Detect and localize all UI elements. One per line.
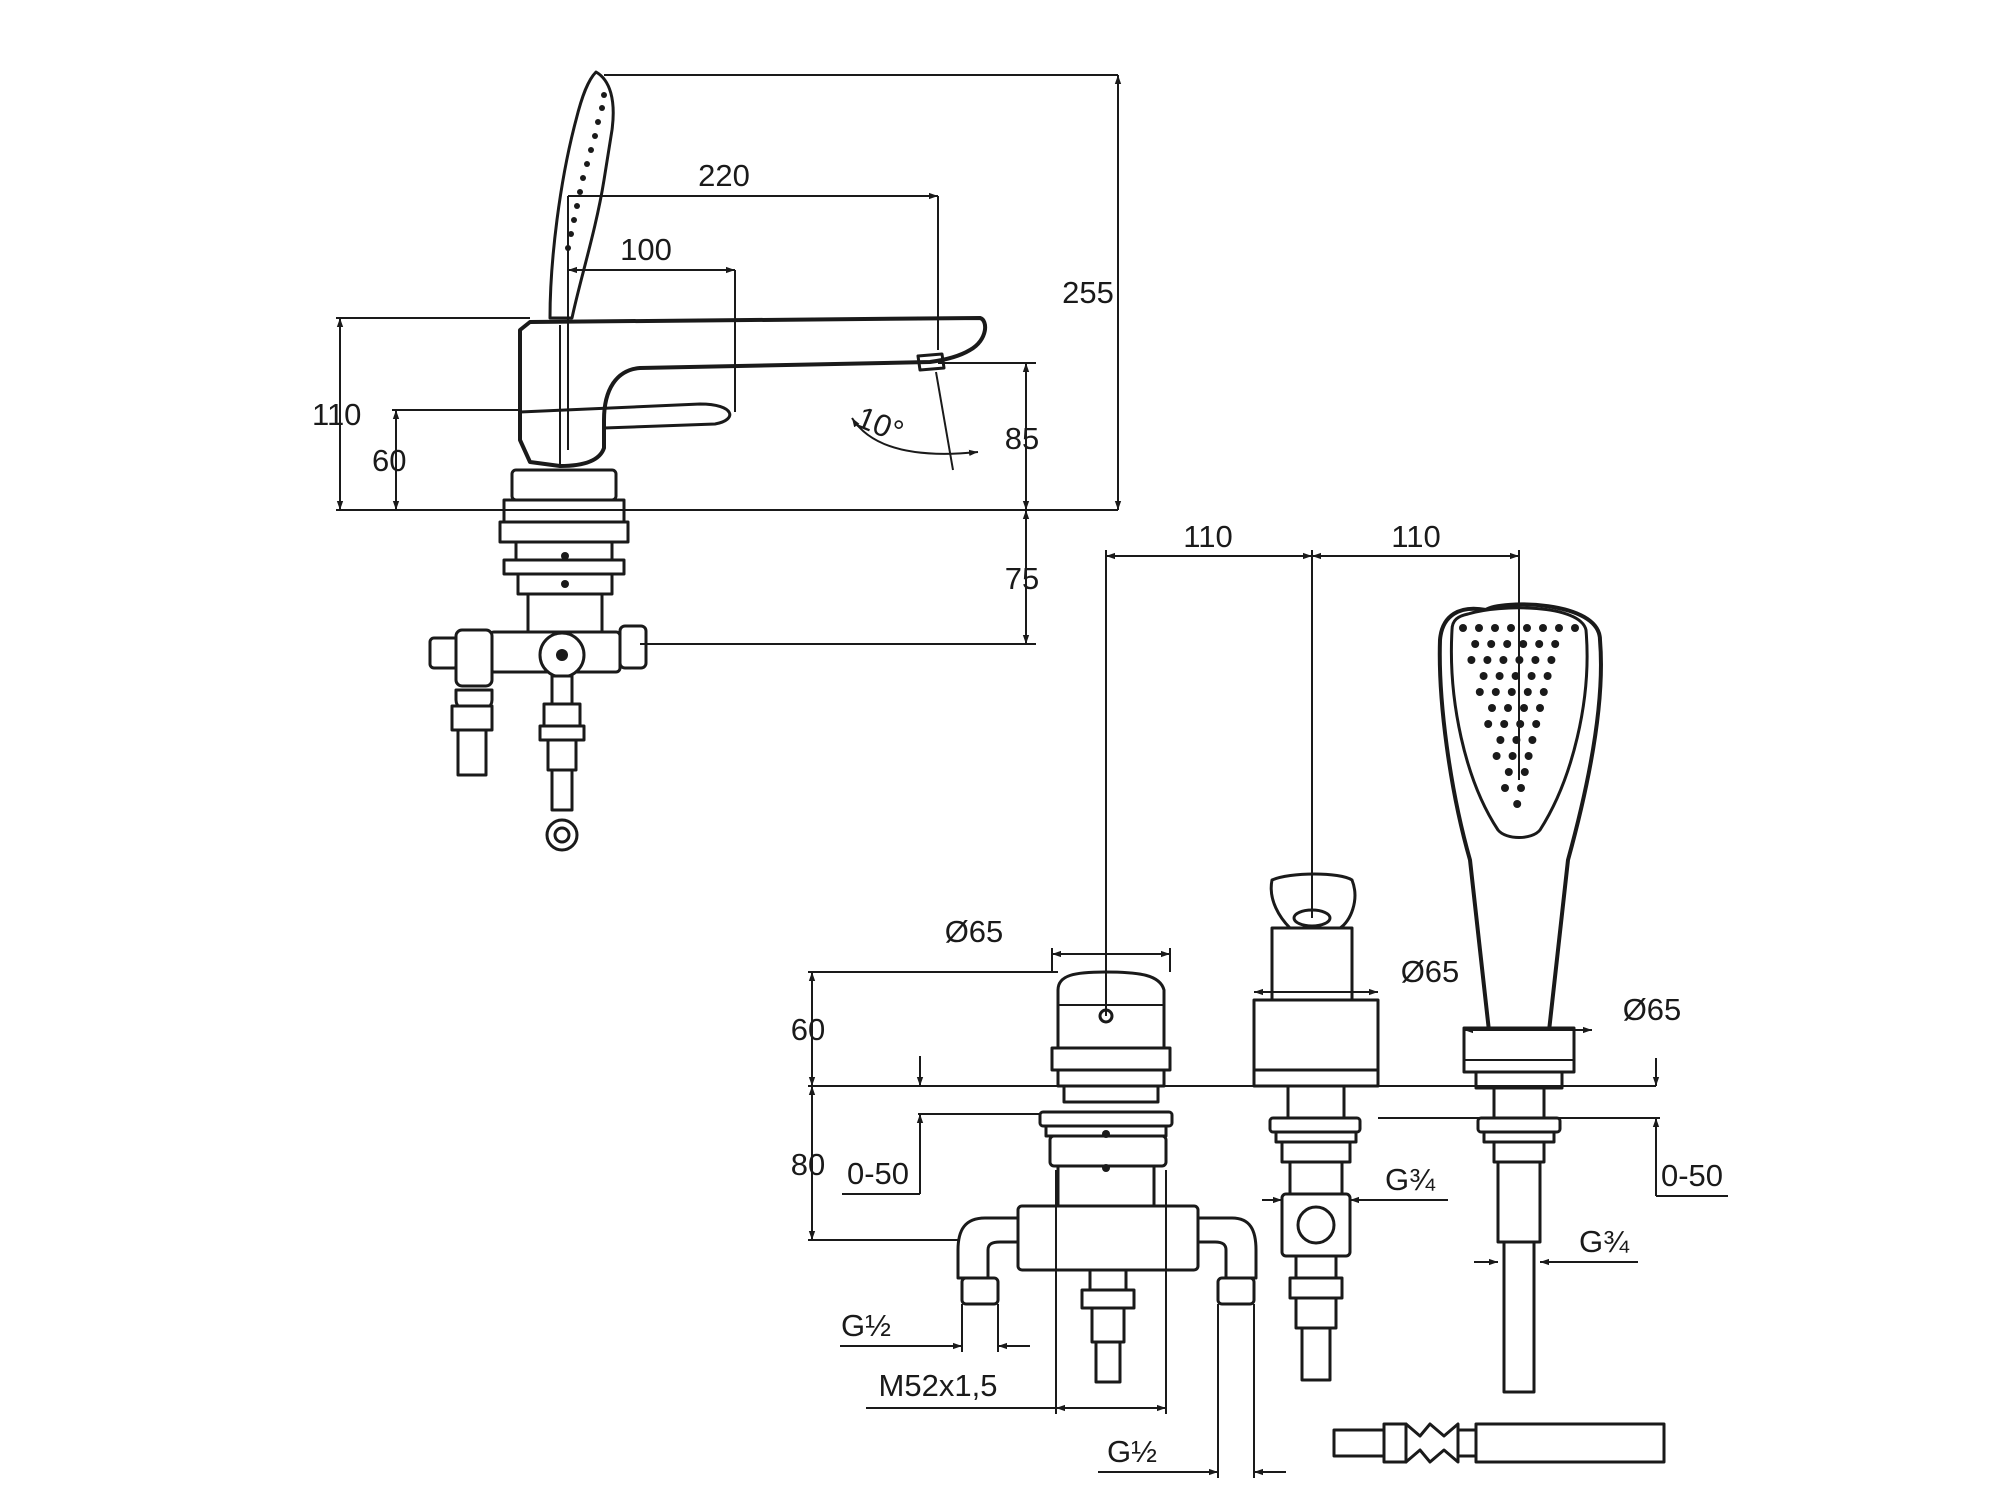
shower-nozzle-dot bbox=[1484, 720, 1493, 728]
shower-nozzle-dot bbox=[1520, 704, 1528, 712]
label-60-knob: 60 bbox=[791, 1012, 825, 1047]
label-60-height: 60 bbox=[372, 443, 406, 478]
shower-nozzle-dot bbox=[1543, 672, 1552, 680]
shower-nozzle-array bbox=[1459, 624, 1579, 808]
shower-nozzle-dot bbox=[1487, 640, 1496, 648]
shower-nozzle-dot bbox=[1523, 688, 1532, 696]
shower-nozzle-dot bbox=[1511, 672, 1520, 680]
shower-nozzle-dot bbox=[1475, 688, 1484, 696]
shower-nozzle-dot bbox=[1503, 640, 1512, 648]
shower-nozzle-dot bbox=[1504, 704, 1512, 712]
shower-nozzle-dot bbox=[1507, 688, 1516, 696]
label-thread-mid: G¾ bbox=[1385, 1162, 1436, 1197]
shower-nozzle-dot bbox=[1501, 784, 1509, 792]
shower-nozzle-dot bbox=[1539, 624, 1547, 632]
front-view-spout bbox=[1252, 872, 1666, 1464]
label-range-left: 0-50 bbox=[847, 1156, 909, 1191]
shower-nozzle-dot bbox=[1491, 624, 1499, 632]
spout-head bbox=[1269, 872, 1357, 930]
shower-nozzle-dot bbox=[1491, 688, 1500, 696]
dim-angle-arc bbox=[851, 417, 979, 457]
shower-nozzle-dot bbox=[1516, 720, 1525, 728]
front-view-mixer bbox=[956, 970, 1258, 1384]
label-thread-half-left: G½ bbox=[841, 1308, 891, 1343]
label-100: 100 bbox=[620, 232, 672, 267]
shower-nozzle-dot bbox=[1517, 784, 1525, 792]
label-110-left: 110 bbox=[1183, 519, 1232, 554]
shower-nozzle-dot bbox=[1528, 736, 1537, 744]
label-dia-mid: Ø65 bbox=[1401, 954, 1460, 989]
shower-nozzle-dot bbox=[1492, 752, 1501, 760]
shower-nozzle-dot bbox=[1532, 720, 1541, 728]
shower-nozzle-dot bbox=[1523, 624, 1531, 632]
label-110-height: 110 bbox=[312, 397, 361, 432]
shower-nozzle-dot bbox=[1488, 704, 1496, 712]
shower-nozzle-dot bbox=[1519, 640, 1528, 648]
shower-nozzle-dot bbox=[1527, 672, 1536, 680]
label-angle: 10° bbox=[852, 400, 909, 450]
label-220: 220 bbox=[698, 158, 750, 193]
mixer-knob bbox=[1056, 970, 1166, 1050]
shower-nozzle-dot bbox=[1508, 752, 1517, 760]
label-thread-metric: M52x1,5 bbox=[879, 1368, 998, 1403]
shower-nozzle-dot bbox=[1547, 656, 1556, 664]
shower-nozzle-dot bbox=[1536, 704, 1544, 712]
label-80-body: 80 bbox=[791, 1147, 825, 1182]
shower-nozzle-dot bbox=[1535, 640, 1544, 648]
label-255: 255 bbox=[1062, 275, 1114, 310]
shower-nozzle-dot bbox=[1459, 624, 1467, 632]
shower-nozzle-dot bbox=[1507, 624, 1515, 632]
shower-nozzle-dot bbox=[1471, 640, 1480, 648]
shower-nozzle-dot bbox=[1475, 624, 1483, 632]
shower-nozzle-dot bbox=[1467, 656, 1476, 664]
label-110-right: 110 bbox=[1391, 519, 1440, 554]
label-range-right: 0-50 bbox=[1661, 1158, 1723, 1193]
shower-nozzle-dot bbox=[1513, 800, 1522, 808]
spout-body bbox=[518, 316, 988, 468]
shower-nozzle-dot bbox=[1539, 688, 1548, 696]
shower-nozzle-dot bbox=[1499, 656, 1508, 664]
label-thread-right: G¾ bbox=[1579, 1224, 1630, 1259]
shower-nozzle-dot bbox=[1495, 672, 1504, 680]
label-thread-half-bottom: G½ bbox=[1107, 1434, 1157, 1469]
side-view-dimensions: 220 100 255 110 60 10° 85 75 bbox=[312, 74, 1122, 645]
front-view-hand-shower bbox=[1437, 602, 1603, 1394]
label-dia-left: Ø65 bbox=[945, 914, 1004, 949]
shower-nozzle-dot bbox=[1504, 768, 1513, 776]
shower-nozzle-dot bbox=[1531, 656, 1540, 664]
label-85: 85 bbox=[1005, 421, 1039, 456]
shower-nozzle-dot bbox=[1483, 656, 1492, 664]
label-75: 75 bbox=[1005, 561, 1039, 596]
aerator bbox=[916, 352, 946, 372]
shower-nozzle-dot bbox=[1520, 768, 1529, 776]
shower-nozzle-dot bbox=[1479, 672, 1488, 680]
hand-shower-nozzles bbox=[565, 92, 607, 251]
lever-base bbox=[518, 402, 732, 430]
shower-nozzle-dot bbox=[1524, 752, 1533, 760]
shower-nozzle-dot bbox=[1496, 736, 1505, 744]
side-view-spout-assembly bbox=[428, 70, 988, 852]
shower-nozzle-dot bbox=[1551, 640, 1560, 648]
shower-nozzle-dot bbox=[1555, 624, 1563, 632]
shower-nozzle-dot bbox=[1571, 624, 1579, 632]
shower-nozzle-dot bbox=[1500, 720, 1509, 728]
front-view-dimensions: 110 110 Ø65 Ø65 Ø65 60 80 0-50 0-50 bbox=[791, 519, 1728, 1478]
label-dia-right: Ø65 bbox=[1623, 992, 1682, 1027]
